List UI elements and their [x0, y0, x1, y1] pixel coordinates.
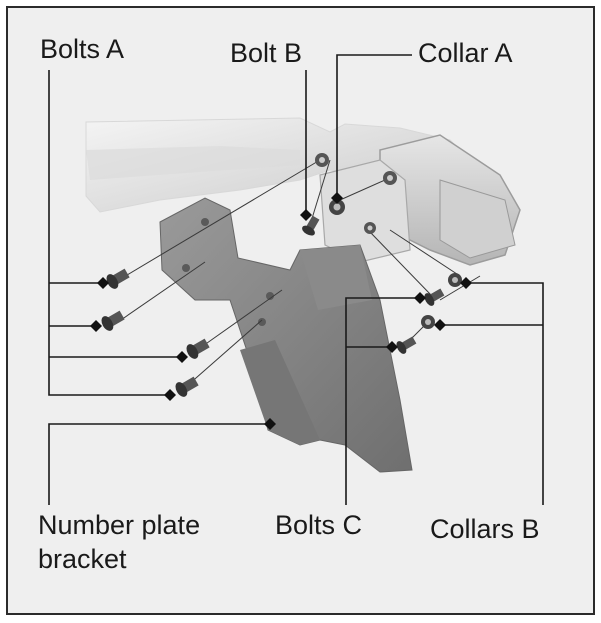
collar-icon [315, 153, 462, 329]
tail-light-block [319, 134, 521, 266]
bolt-icon [101, 215, 445, 397]
number-plate-bracket-part [159, 197, 413, 473]
label-number-plate-bracket-line1: Number plate [38, 510, 201, 540]
label-bolt-b: Bolt B [230, 38, 303, 68]
label-number-plate-bracket-line2: bracket [38, 544, 127, 574]
label-bolts-a: Bolts A [40, 34, 125, 64]
label-collars-b: Collars B [430, 514, 540, 544]
assembly-lines [117, 159, 481, 386]
label-bolts-c: Bolts C [275, 510, 363, 540]
diamond-pointer-icon [90, 192, 472, 430]
label-collar-a: Collar A [418, 38, 513, 68]
callout-lines [48, 54, 544, 505]
